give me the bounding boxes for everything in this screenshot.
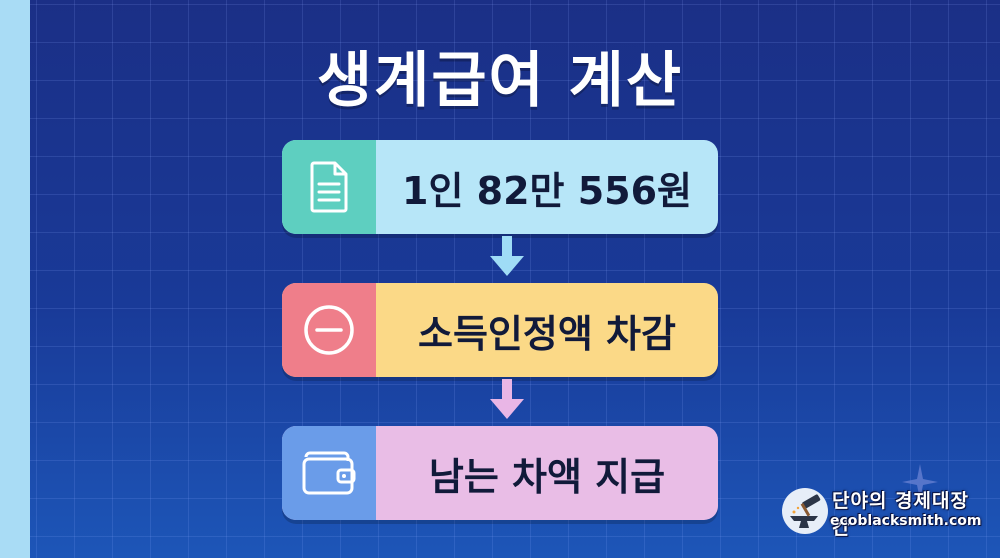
step-card-1: 1인 82만 556원	[282, 140, 718, 234]
step-3-label: 남는 차액 지급	[428, 454, 666, 499]
wallet-icon	[302, 451, 356, 495]
down-arrow-icon	[490, 236, 524, 276]
step-3-icon-box	[282, 426, 376, 520]
brand-name: 단야의 경제대장간	[832, 490, 969, 539]
step-1-icon-box	[282, 140, 376, 234]
brand-watermark: 단야의 경제대장간 ecoblacksmith.com	[780, 484, 985, 540]
step-card-3: 남는 차액 지급	[282, 426, 718, 520]
brand-url: ecoblacksmith.com	[830, 513, 982, 529]
left-accent-strip	[0, 0, 30, 558]
sparkle-icon	[902, 464, 938, 500]
down-arrow-icon	[490, 379, 524, 419]
minus-circle-icon	[304, 305, 354, 355]
step-2-label: 소득인정액 차감	[418, 311, 676, 356]
step-1-label: 1인 82만 556원	[402, 168, 692, 213]
step-card-2: 소득인정액 차감	[282, 283, 718, 377]
document-icon	[310, 161, 348, 213]
page-title: 생계급여 계산	[316, 46, 684, 116]
step-2-icon-box	[282, 283, 376, 377]
anvil-hammer-logo-icon	[782, 488, 828, 534]
